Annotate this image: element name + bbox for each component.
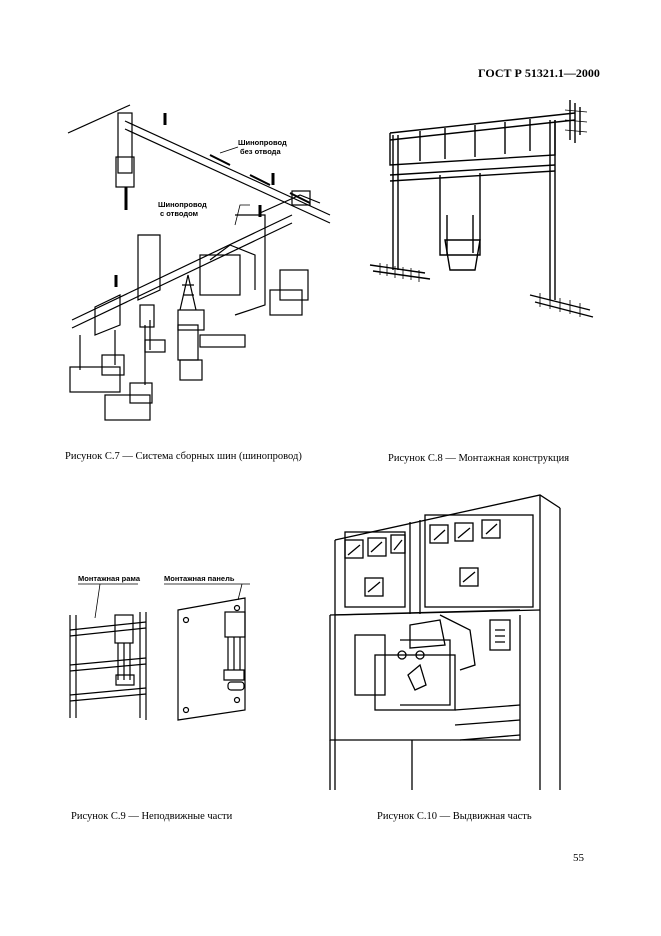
- figure-c10-withdrawable-part-drawing: [329, 494, 561, 790]
- figure-c10-caption: Рисунок С.10 — Выдвижная часть: [377, 811, 532, 822]
- label-mounting-panel: Монтажная панель: [164, 574, 235, 583]
- figure-c9-caption: Рисунок С.9 — Неподвижные части: [71, 811, 233, 822]
- figure-c8-caption: Рисунок С.8 — Монтажная конструкция: [388, 453, 570, 464]
- label-busbar-no-tap-line2: без отвода: [240, 147, 281, 156]
- label-busbar-tap-line1: Шинопровод: [158, 200, 207, 209]
- label-busbar-no-tap-line1: Шинопровод: [238, 138, 287, 147]
- page-number: 55: [573, 852, 584, 864]
- figure-c7-busbar-system-drawing: Шинопровод без отвода Шинопровод с отвод…: [67, 104, 331, 421]
- figure-c8-mounting-structure-drawing: [369, 100, 594, 318]
- label-busbar-tap-line2: с отводом: [160, 209, 199, 218]
- document-standard-header: ГОСТ Р 51321.1—2000: [478, 66, 600, 80]
- figure-c9-fixed-parts-drawing: Монтажная рама Монтажная панель: [69, 574, 250, 721]
- label-mounting-frame: Монтажная рама: [78, 574, 141, 583]
- figure-c7-caption: Рисунок С.7 — Система сборных шин (шиноп…: [65, 451, 302, 462]
